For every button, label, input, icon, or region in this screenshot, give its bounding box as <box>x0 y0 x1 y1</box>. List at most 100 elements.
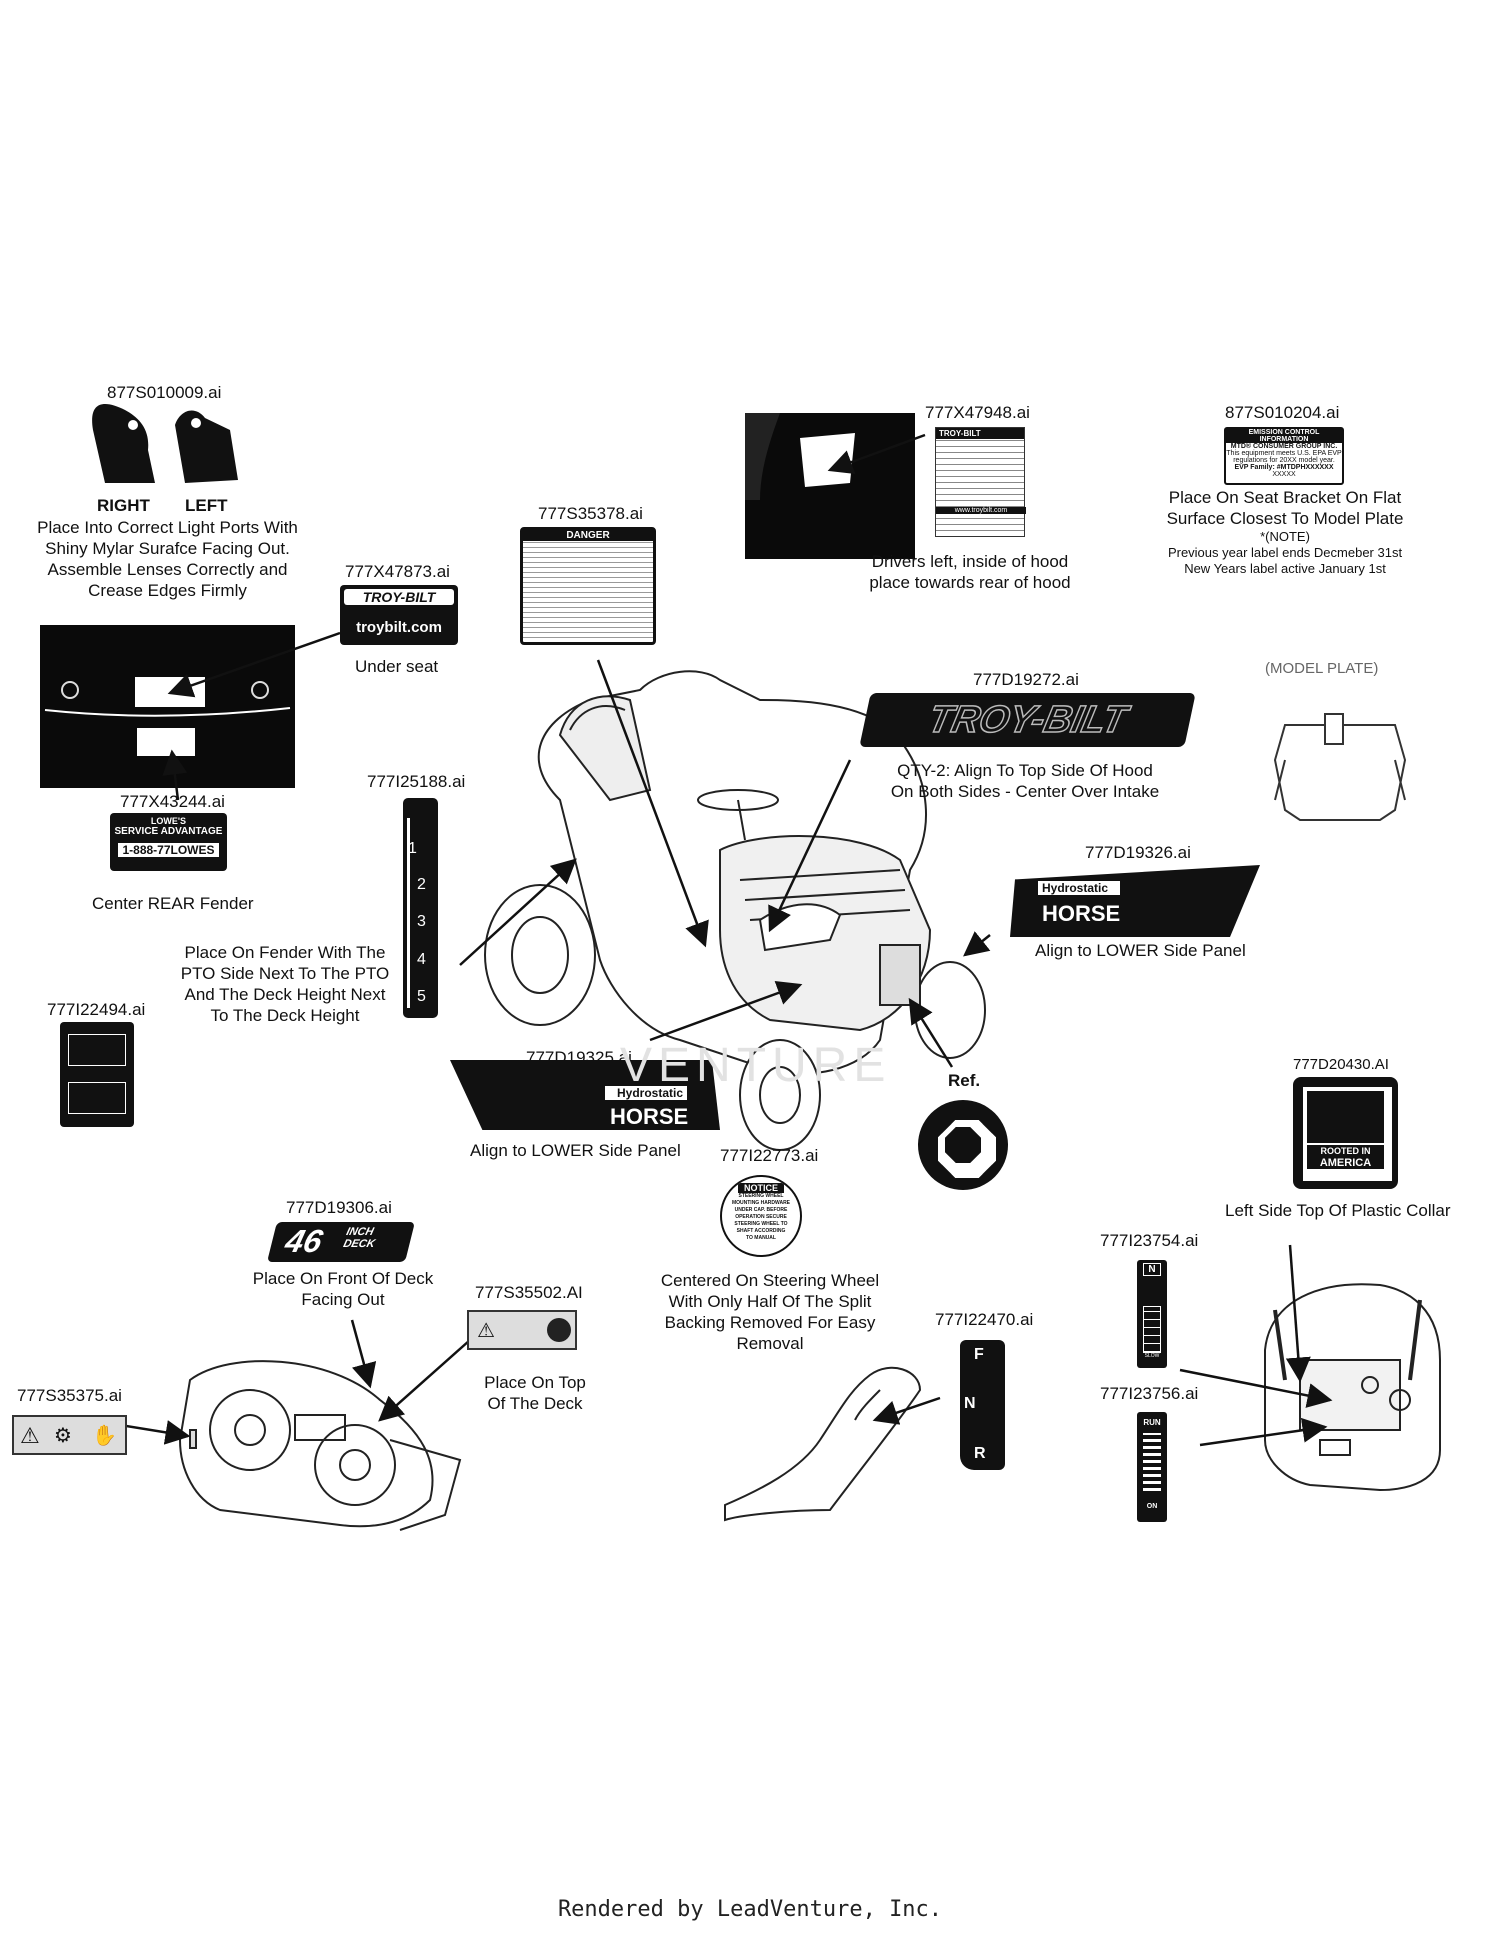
hood-decal-site: www.troybilt.com <box>936 507 1026 514</box>
warning-triangle-icon: ⚠ <box>20 1423 40 1448</box>
emission-line-6: XXXXX <box>1272 471 1296 478</box>
choke-decal: RUN ON <box>1137 1412 1167 1522</box>
rear-fender-note: Center REAR Fender <box>92 894 254 913</box>
deck-warn-decal: ⚠ ⚙ ✋ <box>12 1415 127 1455</box>
ref-label: Ref. <box>948 1071 981 1090</box>
part-number-collar: 777D20430.AI <box>1293 1056 1389 1073</box>
emission-line-3: This equipment meets U.S. EPA EVP <box>1226 450 1342 457</box>
hood-decal: TROY-BILT www.troybilt.com <box>935 427 1026 537</box>
choke-on-label: ON <box>1146 1503 1158 1510</box>
seat-decal-site: troybilt.com <box>356 619 442 636</box>
side-right-note: Align to LOWER Side Panel <box>1035 941 1246 960</box>
lowes-decal-brand: SERVICE ADVANTAGE <box>114 826 223 837</box>
part-number-seat-label: 777X47873.ai <box>345 562 450 581</box>
side-left-main: HORSE <box>610 1104 689 1129</box>
field-icon <box>1307 1091 1384 1143</box>
mower-drawing <box>484 670 986 1151</box>
throttle-decal: N SLOW <box>1137 1260 1167 1368</box>
part-number-deck-top: 777S35502.AI <box>475 1283 583 1302</box>
rear-body-drawing <box>1264 1283 1441 1492</box>
emission-line-1: EMISSION CONTROL INFORMATION <box>1226 429 1342 443</box>
emission-line-4: regulations for 20XX model year. <box>1233 457 1335 464</box>
pto-icon-top <box>68 1034 126 1066</box>
deck-drawing <box>178 1360 462 1531</box>
pto-decal <box>60 1022 134 1127</box>
side-right-main: HORSE <box>1042 901 1121 926</box>
side-decal-left: Hydrostatic HORSE <box>450 1060 720 1130</box>
height-number-3: 3 <box>417 913 426 930</box>
right-lens-shape <box>92 404 155 483</box>
part-number-steering-notice: 777I22773.ai <box>720 1146 819 1165</box>
seat-label-note: Under seat <box>355 657 439 676</box>
deck-height-decal: 1 2 3 4 5 <box>403 798 438 1018</box>
part-number-safety-label: 777S35378.ai <box>538 504 643 523</box>
deck-top-decal: ⚠ <box>467 1310 577 1350</box>
seat-decal-brand: TROY-BILT <box>344 589 454 605</box>
pedal-forward-label: F <box>974 1346 984 1363</box>
part-number-emission: 877S010204.ai <box>1225 403 1340 422</box>
part-number-hood-label: 777X47948.ai <box>925 403 1030 422</box>
part-number-side-right: 777D19326.ai <box>1085 843 1191 862</box>
choke-run-label: RUN <box>1143 1418 1161 1427</box>
safety-decal: DANGER <box>520 527 656 645</box>
part-number-deck-warn: 777S35375.ai <box>17 1386 122 1405</box>
part-number-throttle: 777I23754.ai <box>1100 1231 1199 1250</box>
height-number-4: 4 <box>417 951 426 968</box>
side-left-sub: Hydrostatic <box>605 1086 688 1100</box>
pto-icon-bottom <box>68 1082 126 1114</box>
part-number-hood-logo: 777D19272.ai <box>973 670 1079 689</box>
part-number-height-decal: 777I25188.ai <box>367 772 466 791</box>
part-number-pto-decal: 777I22494.ai <box>47 1000 146 1019</box>
side-right-sub: Hydrostatic <box>1038 881 1121 895</box>
pedal-drawing <box>724 1366 922 1522</box>
part-number-deck-size: 777D19306.ai <box>286 1198 392 1217</box>
pedal-decal: F N R <box>960 1340 1005 1470</box>
emission-line-5: EVP Family: #MTDPHXXXXXX <box>1234 464 1334 471</box>
left-lens-label: LEFT <box>185 496 228 515</box>
height-number-2: 2 <box>417 876 426 893</box>
model-plate-sketch <box>1273 713 1407 821</box>
lowes-decal-phone: 1-888-77LOWES <box>118 843 219 857</box>
model-plate-label: (MODEL PLATE) <box>1265 660 1379 677</box>
part-number-pedal-decal: 777I22470.ai <box>935 1310 1034 1329</box>
collar-note: Left Side Top Of Plastic Collar <box>1225 1201 1451 1220</box>
height-number-1: 1 <box>408 840 417 857</box>
hood-photo <box>745 413 915 559</box>
side-left-note: Align to LOWER Side Panel <box>470 1141 681 1160</box>
hood-decal-brand: TROY-BILT <box>936 428 1024 439</box>
lowes-decal: LOWE'S SERVICE ADVANTAGE 1-888-77LOWES <box>110 813 227 871</box>
emission-note-small: *(NOTE)Previous year label ends Decmeber… <box>1167 529 1403 576</box>
safety-decal-header: DANGER <box>523 530 653 541</box>
pedal-reverse-label: R <box>974 1445 986 1462</box>
hazard-icon: ⚙ <box>54 1425 72 1447</box>
deck-size-number: 46 <box>281 1223 327 1259</box>
part-number-rear-fender: 777X43244.ai <box>120 792 225 811</box>
left-lens-shape <box>175 410 238 483</box>
part-number-choke: 777I23756.ai <box>1100 1384 1199 1403</box>
throttle-n-label: N <box>1143 1263 1161 1276</box>
height-number-5: 5 <box>417 988 426 1005</box>
warning-icon: ⚠ <box>477 1320 495 1342</box>
lowes-decal-brand-top: LOWE'S <box>150 816 187 826</box>
watermark: VENTURE <box>620 1039 892 1092</box>
notice-header: NOTICE <box>738 1183 784 1193</box>
emission-line-2: MTD® CONSUMER GROUP INC. <box>1230 443 1338 450</box>
runner-icon: ✋ <box>92 1425 117 1447</box>
pedal-neutral-label: N <box>964 1395 976 1412</box>
rear-fender-photo <box>40 625 295 788</box>
